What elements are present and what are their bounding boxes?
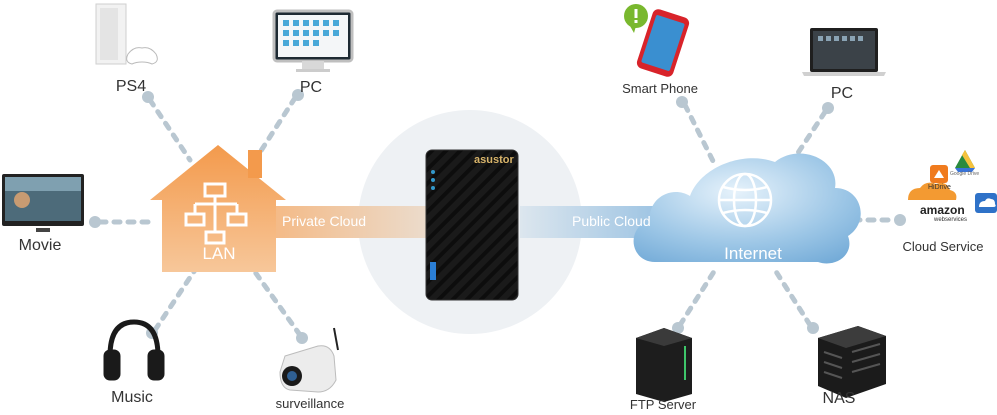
laptop-icon <box>802 28 886 76</box>
logo-hidrive: HiDrive <box>928 184 951 191</box>
label-pc-right: PC <box>830 85 854 102</box>
label-ps4: PS4 <box>115 78 147 95</box>
label-cloud-service: Cloud Service <box>902 239 984 254</box>
nas-brand-text: asustor <box>474 154 514 166</box>
lan-house <box>150 145 286 272</box>
lan-network-icon <box>184 182 248 245</box>
logo-amazon: amazon <box>920 203 965 217</box>
label-movie: Movie <box>18 237 62 254</box>
surveillance-camera-icon <box>279 327 339 393</box>
label-lan: LAN <box>202 244 236 263</box>
label-ftp-server: FTP Server <box>629 397 697 412</box>
label-internet: Internet <box>724 244 782 263</box>
asustor-nas-icon <box>425 149 519 301</box>
logo-google-drive: Google Drive <box>950 171 980 177</box>
label-music: Music <box>111 389 153 406</box>
label-pc-left: PC <box>299 79 323 96</box>
ps4-icon <box>95 3 158 65</box>
globe-icon <box>717 172 773 228</box>
label-surveillance: surveillance <box>275 396 345 411</box>
pc-left-icon <box>272 9 354 72</box>
ftp-server-icon <box>636 328 692 402</box>
cloud-service-logos <box>908 150 997 213</box>
label-smart-phone: Smart Phone <box>622 81 698 96</box>
internet-cloud <box>633 153 861 264</box>
private-cloud-link <box>255 206 430 238</box>
label-nas: NAS <box>822 390 856 407</box>
logo-amazon-sub: webservices <box>934 217 968 223</box>
tv-icon <box>2 174 84 232</box>
label-private-cloud: Private Cloud <box>282 213 367 229</box>
label-public-cloud: Public Cloud <box>572 213 651 229</box>
nas-rack-icon <box>818 326 886 398</box>
headphones-icon <box>103 319 165 381</box>
smart-phone-icon <box>624 4 690 77</box>
connectors <box>97 95 898 338</box>
